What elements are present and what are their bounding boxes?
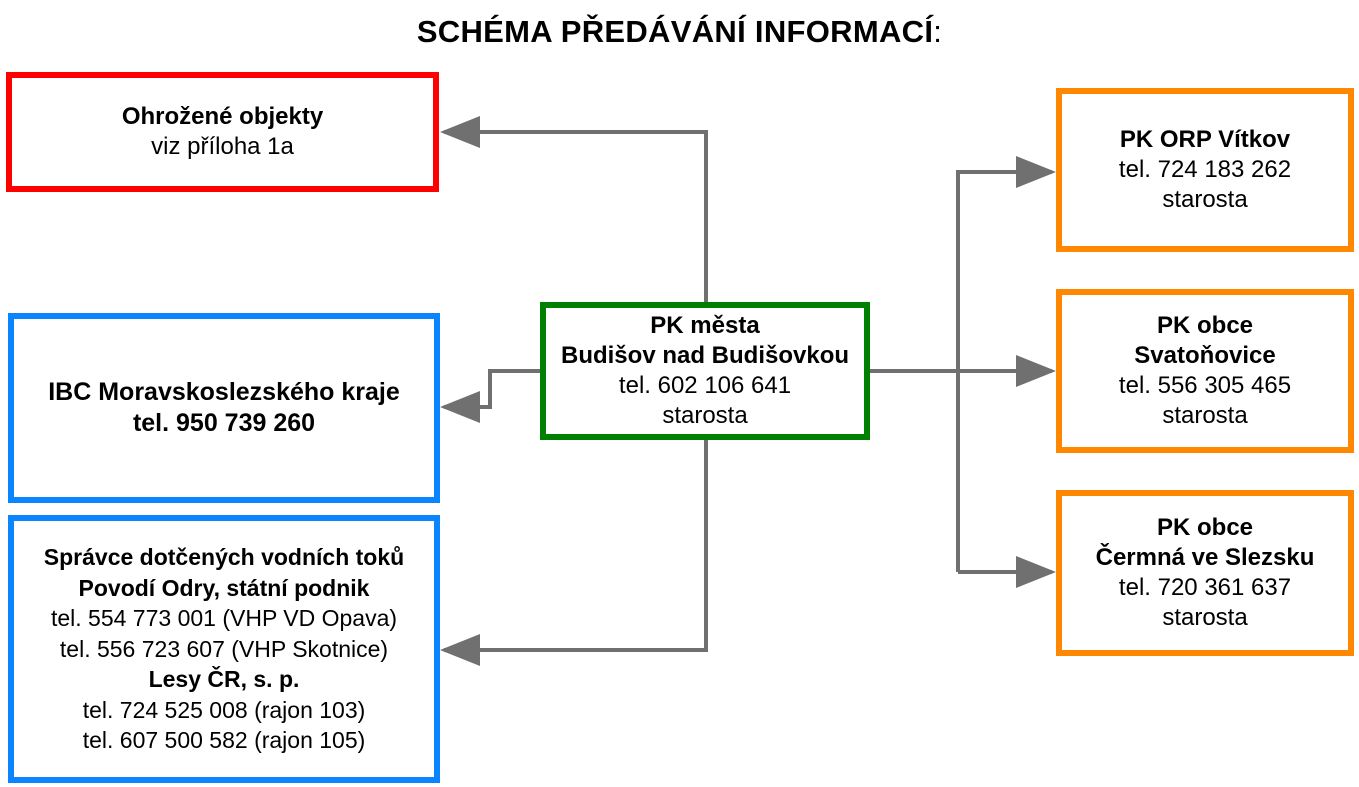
- lesy-cr-phone-103: tel. 724 525 008 (rajon 103): [82, 696, 366, 723]
- water-administrator-box: Správce dotčených vodních toků Povodí Od…: [8, 515, 440, 783]
- cermna-box: PK obce Čermná ve Slezsku tel. 720 361 6…: [1056, 490, 1354, 656]
- povodi-odry-phone-opava: tel. 554 773 001 (VHP VD Opava): [50, 605, 398, 632]
- arrow-center-to-threatened: [440, 116, 708, 302]
- city-role: starosta: [662, 402, 748, 429]
- water-administrator-title: Správce dotčených vodních toků: [43, 544, 405, 571]
- threatened-objects-reference: viz příloha 1a: [151, 133, 294, 160]
- lesy-cr-name: Lesy ČR, s. p.: [148, 666, 300, 693]
- arrow-center-to-ibc: [440, 369, 540, 423]
- svatonovice-role: starosta: [1162, 402, 1248, 429]
- svatonovice-box: PK obce Svatoňovice tel. 556 305 465 sta…: [1056, 289, 1354, 453]
- threatened-objects-title: Ohrožené objekty: [121, 103, 324, 130]
- svatonovice-title: PK obce: [1156, 312, 1254, 339]
- svatonovice-name: Svatoňovice: [1134, 342, 1276, 369]
- city-name: Budišov nad Budišovkou: [560, 342, 850, 369]
- diagram-title-text: SCHÉMA PŘEDÁVÁNÍ INFORMACÍ: [416, 14, 934, 49]
- cermna-phone: tel. 720 361 637: [1118, 574, 1292, 601]
- orp-vitkov-box: PK ORP Vítkov tel. 724 183 262 starosta: [1056, 88, 1354, 252]
- city-phone: tel. 602 106 641: [618, 372, 792, 399]
- orp-vitkov-title: PK ORP Vítkov: [1119, 126, 1291, 153]
- arrow-center-to-water: [440, 440, 708, 666]
- cermna-title: PK obce: [1156, 514, 1254, 541]
- diagram-title-colon: :: [933, 14, 943, 49]
- city-crisis-staff-box: PK města Budišov nad Budišovkou tel. 602…: [540, 302, 870, 440]
- cermna-name: Čermná ve Slezsku: [1095, 544, 1315, 571]
- cermna-role: starosta: [1162, 604, 1248, 631]
- povodi-odry-phone-skotnice: tel. 556 723 607 (VHP Skotnice): [59, 635, 389, 662]
- orp-vitkov-role: starosta: [1162, 186, 1248, 213]
- ibc-box: IBC Moravskoslezského kraje tel. 950 739…: [8, 313, 440, 503]
- svatonovice-phone: tel. 556 305 465: [1118, 372, 1292, 399]
- threatened-objects-box: Ohrožené objekty viz příloha 1a: [6, 72, 439, 192]
- city-crisis-staff-title: PK města: [650, 312, 760, 339]
- lesy-cr-phone-105: tel. 607 500 582 (rajon 105): [82, 727, 366, 754]
- ibc-phone: tel. 950 739 260: [132, 409, 316, 437]
- povodi-odry-name: Povodí Odry, státní podnik: [78, 574, 370, 601]
- arrow-branch-to-vitkov: [956, 156, 1056, 572]
- orp-vitkov-phone: tel. 724 183 262: [1118, 156, 1292, 183]
- diagram-title: SCHÉMA PŘEDÁVÁNÍ INFORMACÍ:: [0, 14, 1359, 50]
- ibc-title: IBC Moravskoslezského kraje: [48, 378, 400, 406]
